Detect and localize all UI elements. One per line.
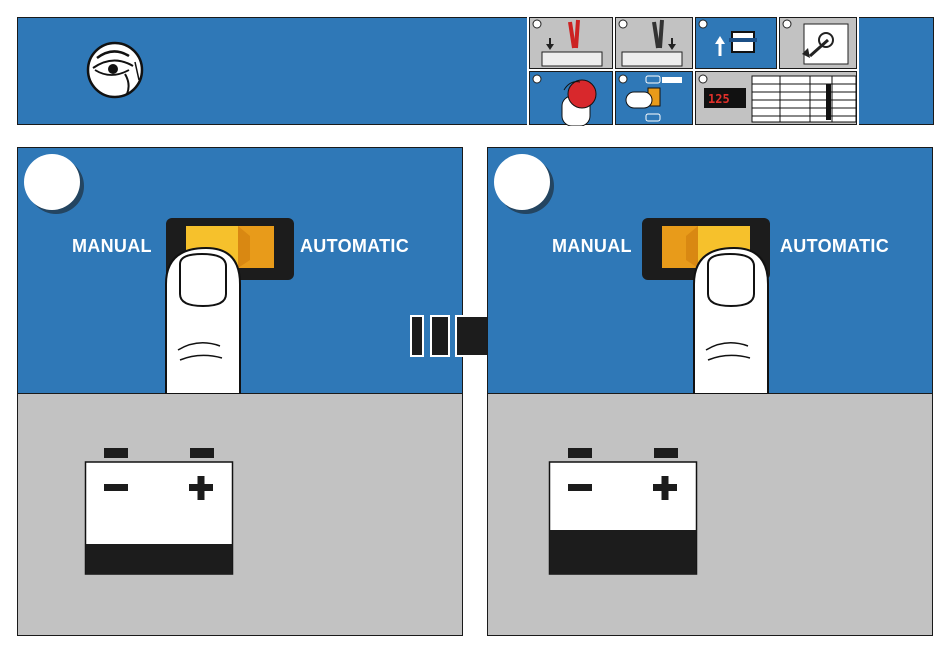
step1-automatic-label: AUTOMATIC <box>300 236 409 257</box>
step2-number-circle <box>490 150 556 216</box>
thumb-display-panel: 125 <box>695 71 857 125</box>
thumb-charger-up <box>695 17 777 69</box>
thumb-clamp-negative <box>529 17 613 69</box>
thumb-clamp-positive <box>615 17 693 69</box>
display-readout: 125 <box>708 92 730 106</box>
step1-manual-label: MANUAL <box>72 236 152 257</box>
step1-battery-icon <box>84 446 236 576</box>
thumbnail-grid: 125 <box>527 17 859 125</box>
eye-icon <box>83 40 147 100</box>
step1-number-circle <box>20 150 86 216</box>
step2-manual-label: MANUAL <box>552 236 632 257</box>
thumb-switch <box>615 71 693 125</box>
step1-switch-thumb-icon <box>158 210 298 394</box>
step2-battery-icon <box>548 446 700 576</box>
step2-automatic-label: AUTOMATIC <box>780 236 889 257</box>
step2-switch-thumb-icon <box>638 210 778 394</box>
thumb-red-finger <box>529 71 613 125</box>
thumb-plug <box>779 17 857 69</box>
